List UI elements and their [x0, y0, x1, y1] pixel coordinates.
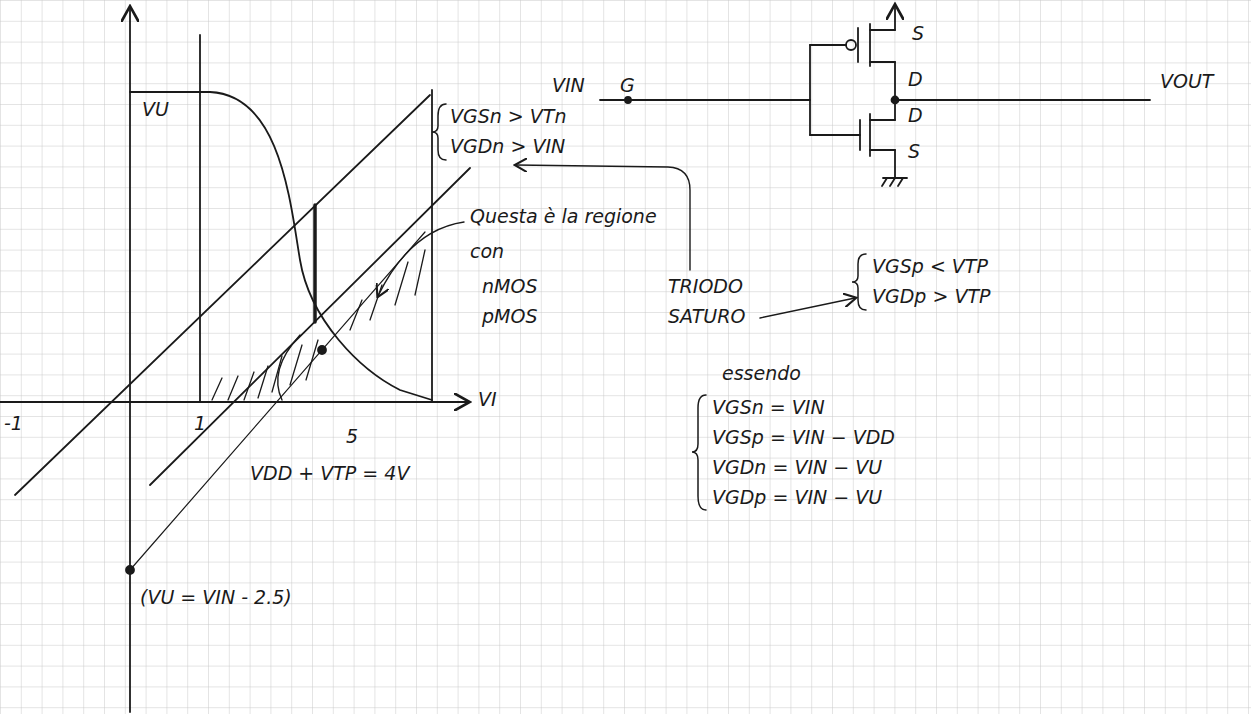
annotation-label: VU	[142, 98, 169, 120]
thick-segment	[313, 205, 317, 322]
annotation-label: G	[620, 74, 635, 96]
pointer-arrow	[760, 298, 855, 318]
annotation-label: 5	[346, 425, 358, 447]
annotation-label: TRIODO	[668, 275, 743, 297]
annotation-label: D	[908, 104, 923, 126]
boundary-line	[431, 90, 433, 402]
transfer-plot	[0, 8, 866, 712]
cmos-inverter	[600, 6, 1150, 186]
annotation-label: VOUT	[1160, 70, 1213, 92]
transfer-curve	[210, 92, 432, 400]
annotation-label: (VU = VIN - 2.5)	[140, 586, 292, 608]
annotation-label: VGSp = VIN − VDD	[712, 426, 895, 448]
y-axis	[129, 8, 131, 712]
boundary-line	[199, 35, 201, 402]
annotation-label: S	[908, 140, 920, 162]
brace	[432, 104, 446, 160]
diagonal-line	[15, 95, 430, 495]
diagonal-line	[130, 232, 425, 570]
point	[126, 566, 134, 574]
annotation-label: nMOS	[482, 275, 537, 297]
hatching	[212, 250, 425, 400]
annotation-label: SATURO	[668, 305, 745, 327]
annotation-label: VGDn = VIN − VU	[712, 456, 882, 478]
annotation-label: VI	[478, 388, 497, 410]
annotation-label: S	[912, 22, 924, 44]
annotation-label: D	[908, 68, 923, 90]
annotation-label: VGDp = VIN − VU	[712, 486, 882, 508]
output-high-line	[130, 91, 210, 93]
annotation-label: VGDp > VTP	[872, 285, 990, 307]
diagonal-line	[150, 168, 470, 485]
pointer-arrow	[378, 222, 464, 296]
annotation-label: VIN	[552, 74, 585, 96]
brace	[852, 254, 866, 310]
annotation-label: VDD + VTP = 4V	[250, 462, 409, 484]
annotation-label: -1	[4, 412, 23, 434]
annotation-label: con	[470, 240, 504, 262]
annotation-label: pMOS	[482, 305, 537, 327]
annotation-label: 1	[194, 412, 206, 434]
region-arc	[278, 335, 300, 400]
brace	[692, 395, 706, 510]
annotation-label: VGDn > VIN	[450, 135, 565, 157]
annotation-label: VGSp < VTP	[872, 255, 988, 277]
annotation-label: VGSn > VTn	[450, 105, 566, 127]
annotation-label: essendo	[722, 362, 801, 384]
annotation-label: Questa è la regione	[470, 205, 657, 227]
point	[318, 346, 326, 354]
annotation-label: VGSn = VIN	[712, 396, 825, 418]
